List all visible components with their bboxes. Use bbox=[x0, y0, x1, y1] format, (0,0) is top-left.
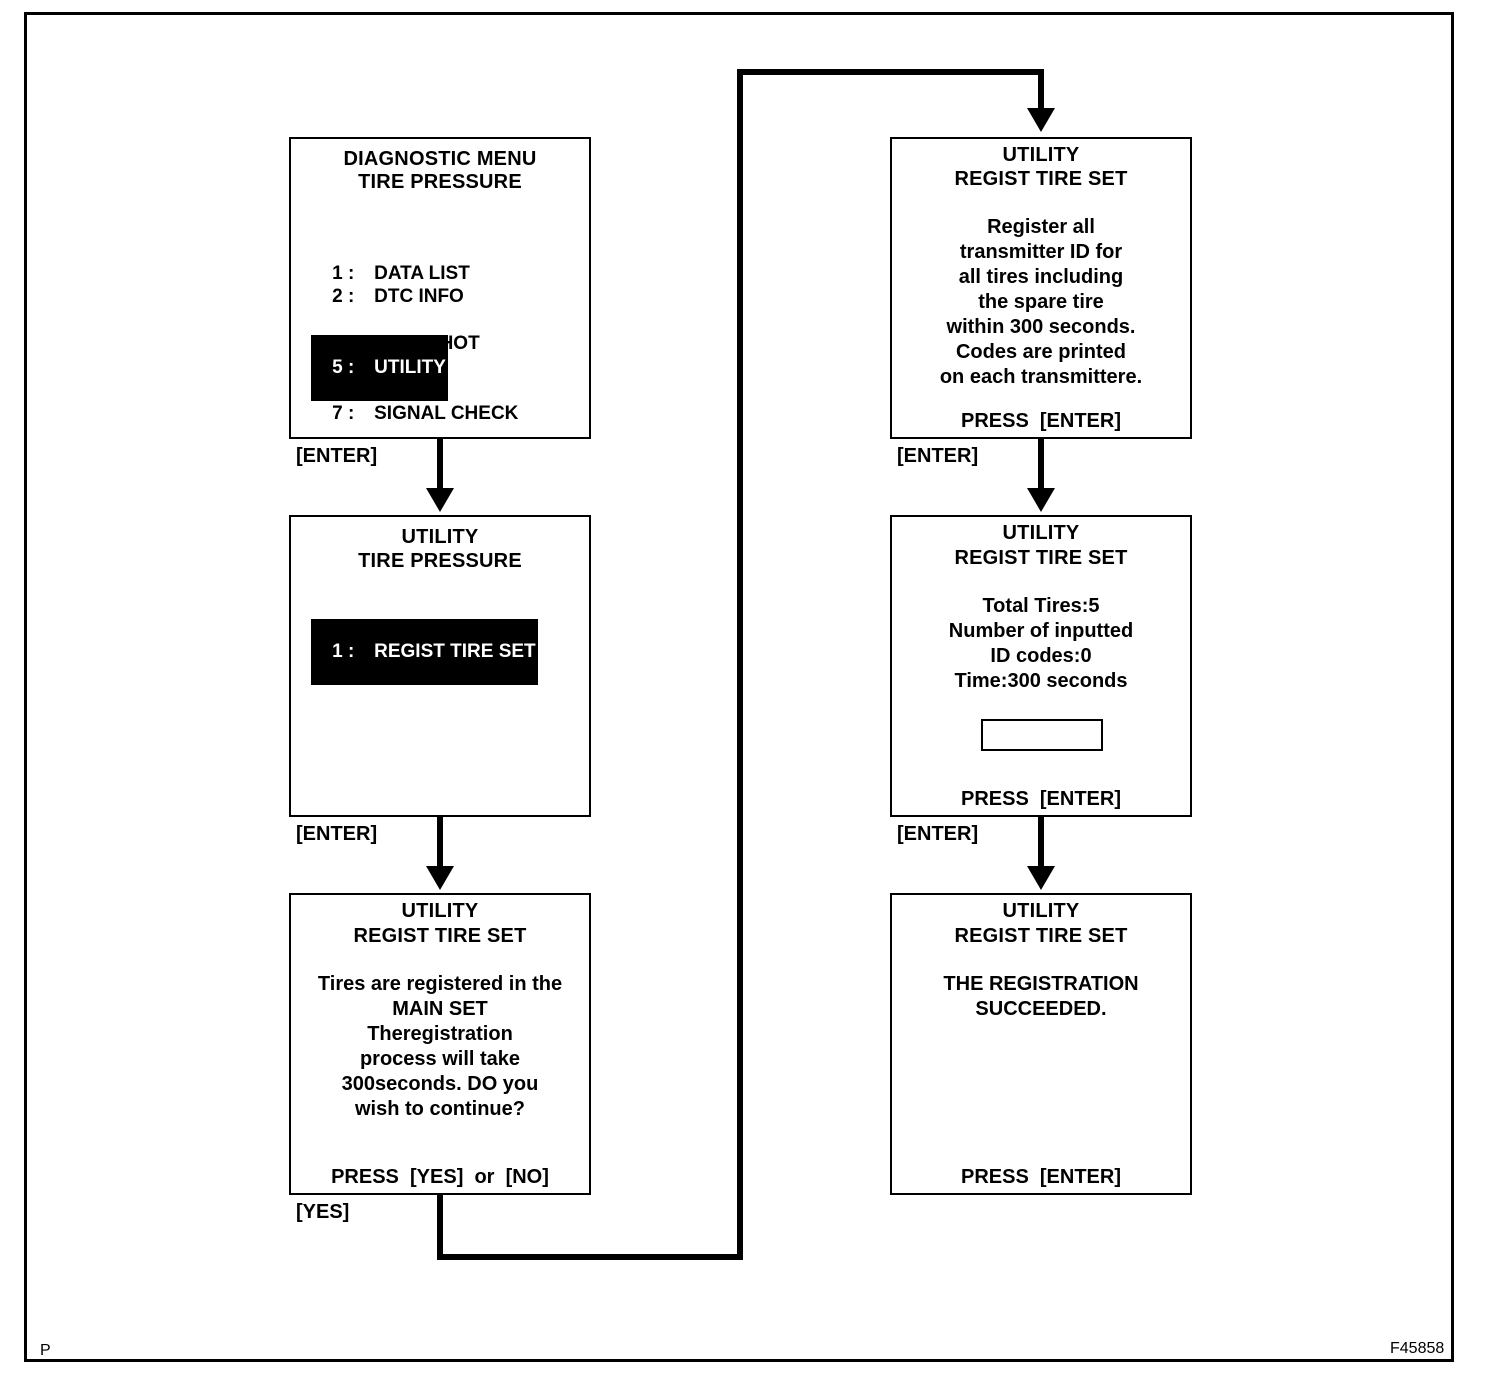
message-line: wish to continue? bbox=[355, 1098, 525, 1120]
screen-regist-confirm: UTILITY REGIST TIRE SET Tires are regist… bbox=[289, 893, 591, 1195]
message-line: within 300 seconds. bbox=[946, 316, 1136, 338]
screen-subtitle: TIRE PRESSURE bbox=[358, 550, 522, 572]
screen-subtitle: TIRE PRESSURE bbox=[358, 171, 522, 193]
figure-id: F45858 bbox=[1390, 1340, 1445, 1357]
screen-utility-tire-pressure: UTILITY TIRE PRESSURE 1 :REGIST TIRE SET bbox=[289, 515, 591, 817]
screen-title: UTILITY bbox=[1002, 900, 1080, 922]
screen-regist-status: UTILITY REGIST TIRE SET Total Tires:5 Nu… bbox=[890, 515, 1192, 817]
message-line: Tires are registered in the bbox=[317, 973, 563, 995]
screen-title: UTILITY bbox=[1002, 144, 1080, 166]
menu-item-signal-check[interactable]: 7 :SIGNAL CHECK bbox=[332, 403, 519, 424]
arrowhead-s4-s5 bbox=[1027, 488, 1055, 512]
screen-title: UTILITY bbox=[1002, 522, 1080, 544]
screen-subtitle: REGIST TIRE SET bbox=[353, 925, 527, 947]
message-line: Codes are printed bbox=[955, 341, 1127, 363]
press-prompt: PRESS [YES] or [NO] bbox=[331, 1166, 549, 1188]
message-line: Register all bbox=[987, 216, 1095, 238]
screen-title: UTILITY bbox=[401, 900, 479, 922]
arrowhead-s3-s4 bbox=[1027, 108, 1055, 132]
id-input-box[interactable] bbox=[981, 719, 1103, 751]
menu-item-data-list[interactable]: 1 :DATA LIST bbox=[332, 263, 470, 284]
screen-regist-success: UTILITY REGIST TIRE SET THE REGISTRATION… bbox=[890, 893, 1192, 1195]
message-line: Total Tires:5 bbox=[982, 595, 1100, 617]
screen-subtitle: REGIST TIRE SET bbox=[954, 547, 1128, 569]
screen-message: Register all transmitter ID for all tire… bbox=[892, 215, 1190, 390]
arrowhead-s2-s3 bbox=[426, 866, 454, 890]
key-label-enter: [ENTER] bbox=[296, 445, 378, 467]
key-label-enter: [ENTER] bbox=[897, 823, 979, 845]
message-line: all tires including bbox=[958, 266, 1124, 288]
screen-subtitle: REGIST TIRE SET bbox=[954, 925, 1128, 947]
press-prompt: PRESS [ENTER] bbox=[960, 410, 1122, 432]
menu-item-regist-tire-set-selected[interactable]: 1 :REGIST TIRE SET bbox=[311, 619, 538, 685]
message-line: Number of inputted bbox=[948, 620, 1134, 642]
message-line: ID codes:0 bbox=[990, 645, 1092, 667]
screen-title: UTILITY bbox=[401, 526, 479, 548]
arrowhead-s5-s6 bbox=[1027, 866, 1055, 890]
arrowhead-s1-s2 bbox=[426, 488, 454, 512]
press-prompt: PRESS [ENTER] bbox=[960, 788, 1122, 810]
message-line: THE REGISTRATION bbox=[943, 973, 1139, 995]
screen-regist-instructions: UTILITY REGIST TIRE SET Register all tra… bbox=[890, 137, 1192, 439]
message-line: SUCCEEDED. bbox=[975, 998, 1107, 1020]
message-line: process will take bbox=[359, 1048, 521, 1070]
screen-message: Tires are registered in the MAIN SET The… bbox=[291, 972, 589, 1122]
menu-item-utility-selected[interactable]: 5 :UTILITY bbox=[311, 335, 448, 401]
menu-item-dtc-info[interactable]: 2 :DTC INFO bbox=[332, 286, 464, 307]
message-line: MAIN SET bbox=[392, 998, 488, 1020]
press-prompt: PRESS [ENTER] bbox=[960, 1166, 1122, 1188]
message-line: Theregistration bbox=[367, 1023, 513, 1045]
key-label-enter: [ENTER] bbox=[897, 445, 979, 467]
message-line: 300seconds. DO you bbox=[341, 1073, 539, 1095]
corner-label-left: P bbox=[40, 1342, 51, 1359]
key-label-yes: [YES] bbox=[296, 1201, 350, 1223]
message-line: the spare tire bbox=[978, 291, 1104, 313]
message-line: Time:300 seconds bbox=[954, 670, 1128, 692]
screen-title: DIAGNOSTIC MENU bbox=[343, 148, 537, 170]
key-label-enter: [ENTER] bbox=[296, 823, 378, 845]
screen-diagnostic-menu: DIAGNOSTIC MENU TIRE PRESSURE 1 :DATA LI… bbox=[289, 137, 591, 439]
screen-message: THE REGISTRATION SUCCEEDED. bbox=[892, 972, 1190, 1022]
figure-frame bbox=[24, 12, 1454, 1362]
screen-message: Total Tires:5 Number of inputted ID code… bbox=[892, 594, 1190, 694]
screen-subtitle: REGIST TIRE SET bbox=[954, 168, 1128, 190]
message-line: transmitter ID for bbox=[959, 241, 1123, 263]
message-line: on each transmittere. bbox=[939, 366, 1143, 388]
arrow-s3-s4 bbox=[437, 69, 1044, 1260]
